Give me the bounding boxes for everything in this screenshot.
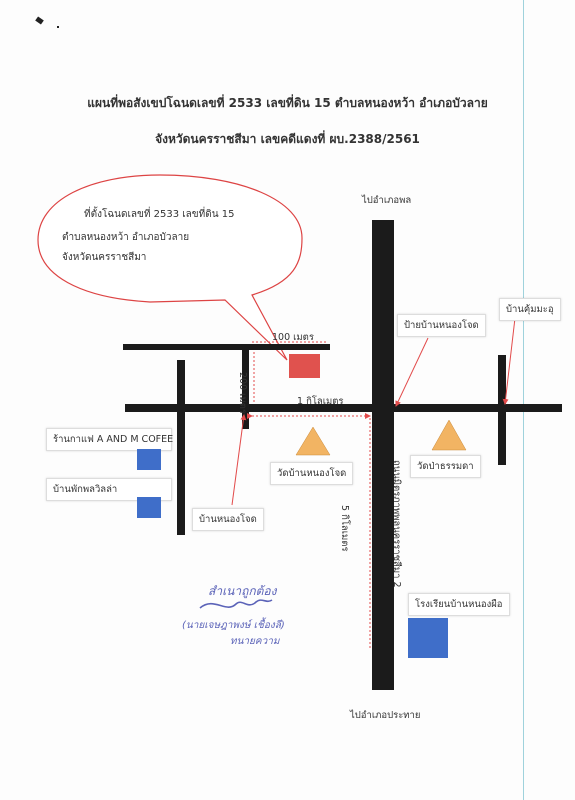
arrow-ban-nong-chot: [231, 414, 247, 506]
place-cafe: ร้านกาแฟ A AND M COFEE: [46, 428, 173, 451]
main-highway-road: [372, 220, 394, 690]
temple-triangle-icon: [431, 419, 467, 451]
arrow-sign-nong-chot: [395, 337, 429, 407]
dist-100m-label: 100 เมตร: [272, 332, 314, 343]
place-ban-khum-makhu: บ้านคุ้มมะอุ: [499, 298, 561, 321]
cross-road-main: [125, 404, 562, 412]
place-sign-nong-chot: ป้ายบ้านหนองโจด: [397, 314, 486, 337]
dist-200m-label: 200 เมตร: [237, 372, 248, 414]
map-title-line1: แผนที่พอสังเขปโฉนดเลขที่ 2533 เลขที่ดิน …: [87, 96, 488, 110]
place-school: โรงเรียนบ้านหนองผือ: [408, 593, 510, 616]
map-title-line2: จังหวัดนครราชสีมา เลขคดีแดงที่ ผบ.2388/2…: [155, 132, 420, 146]
side-road-middle: [242, 344, 249, 429]
signature-mark: [199, 599, 273, 609]
place-ban-nong-chot: บ้านหนองโจด: [192, 508, 264, 531]
stamp-role: ทนายความ: [230, 636, 280, 647]
building-square-icon: [408, 618, 448, 658]
scan-speck: [57, 26, 59, 28]
callout-line1: ที่ตั้งโฉนดเลขที่ 2533 เลขที่ดิน 15: [84, 209, 235, 220]
callout-line3: จังหวัดนครราชสีมา: [62, 252, 147, 263]
place-temple-pa-thammada: วัดป่าธรรมดา: [410, 455, 481, 478]
upper-road: [123, 344, 330, 350]
page-edge-line: [523, 0, 524, 800]
arrow-ban-khum-makhu: [502, 317, 516, 405]
place-temple-nong-chot: วัดบ้านหนองโจด: [270, 462, 354, 485]
side-road-left: [177, 360, 185, 535]
building-square-icon: [137, 497, 161, 518]
side-road-right: [498, 355, 506, 465]
building-square-icon: [137, 449, 161, 470]
dist-1km-label: 1 กิโลเมตร: [297, 396, 344, 407]
plot-marker: [289, 354, 320, 378]
to-phon-label: ไปอำเภอพล: [362, 195, 412, 206]
to-prathai-label: ไปอำเภอประทาย: [350, 710, 421, 721]
highway-label: ถนนมิตรภาพพลนครราชสีมา 2: [391, 460, 402, 588]
stamp-certified: สำเนาถูกต้อง: [208, 584, 277, 598]
stamp-name: (นายเจษฎาพงษ์ เชื้องลี): [182, 620, 285, 631]
callout-line2: ตำบลหนองหว้า อำเภอบัวลาย: [62, 232, 190, 243]
place-resort: บ้านพักพลวิลล่า: [46, 478, 172, 501]
dist-5km-label: 5 กิโลเมตร: [339, 505, 350, 552]
temple-triangle-icon: [295, 426, 331, 456]
